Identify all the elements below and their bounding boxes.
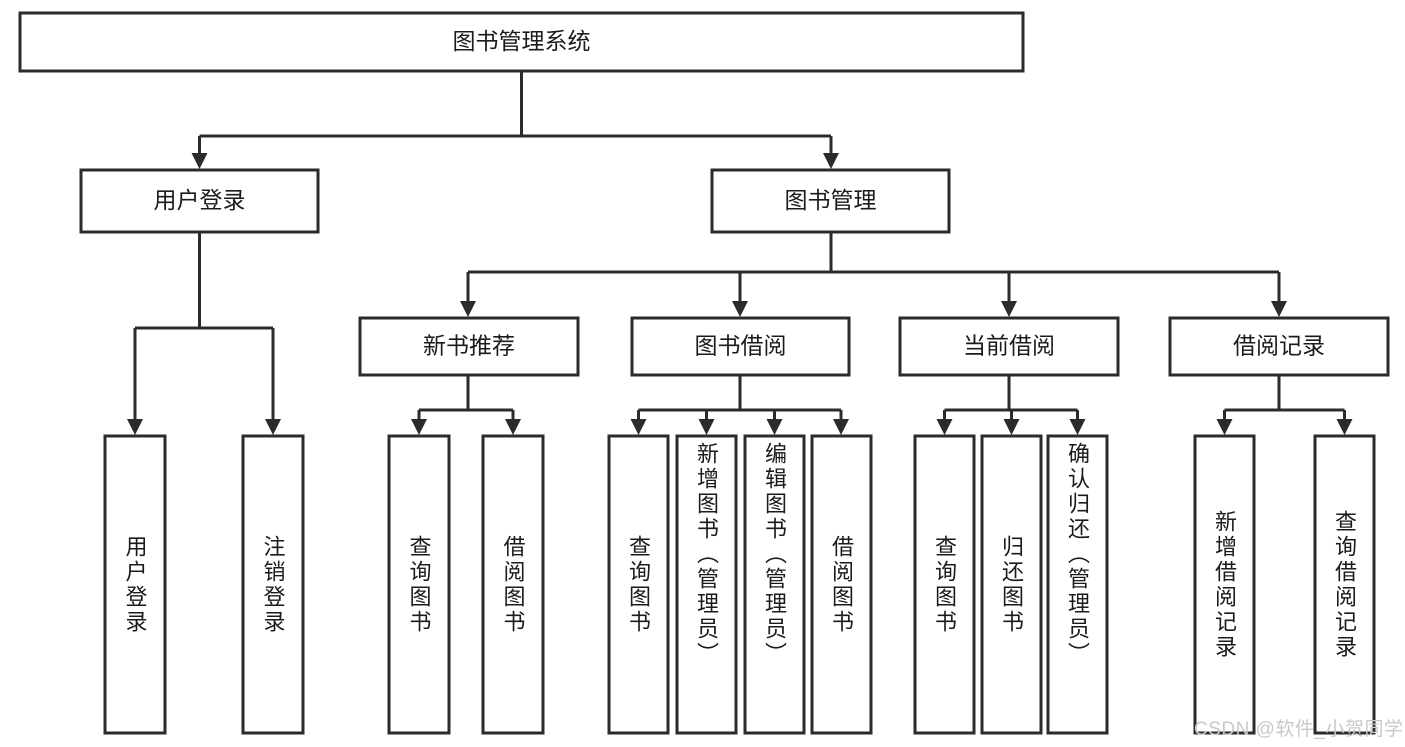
conn-user-login-split	[133, 232, 275, 421]
node-label-root: 图书管理系统	[453, 28, 591, 54]
arrow-to-leaf-query-book-3	[936, 419, 953, 435]
node-box-new-book-recommend[interactable]	[358, 316, 580, 377]
arrow-to-record	[1271, 301, 1287, 317]
node-box-leaf-query-record[interactable]	[1313, 434, 1376, 735]
node-box-current-borrow[interactable]	[898, 316, 1120, 377]
node-label-new-book-recommend: 新书推荐	[423, 333, 515, 359]
node-box-leaf-add-book[interactable]	[675, 434, 738, 735]
arrow-to-leaf-query-book-1	[411, 419, 427, 435]
node-box-leaf-edit-book[interactable]	[743, 434, 806, 735]
node-box-leaf-query-book-2[interactable]	[607, 434, 670, 735]
node-box-borrow-record[interactable]	[1168, 316, 1390, 377]
node-label-book-borrow: 图书借阅	[695, 333, 787, 359]
conn-book-manage-split	[466, 232, 1281, 303]
node-box-leaf-return-book[interactable]	[980, 434, 1043, 735]
arrow-to-leaf-borrow-book-1	[505, 419, 521, 435]
node-box-leaf-borrow-book-1[interactable]	[481, 434, 545, 735]
arrow-to-current	[1001, 301, 1017, 317]
conn-root-split	[198, 71, 833, 155]
node-label-book-manage: 图书管理	[785, 187, 877, 213]
arrow-to-leaf-confirm-return	[1069, 419, 1086, 435]
arrow-to-book-manage	[823, 153, 839, 169]
arrow-to-recommend	[460, 301, 476, 317]
arrow-to-leaf-borrow-book-2	[833, 419, 849, 435]
node-box-book-borrow[interactable]	[630, 316, 851, 377]
node-box-leaf-query-book-3[interactable]	[913, 434, 976, 735]
node-box-leaf-borrow-book-2[interactable]	[810, 434, 873, 735]
conn-current-split	[943, 375, 1079, 421]
arrowheads-layer	[127, 153, 1353, 435]
arrow-to-leaf-query-record	[1336, 419, 1353, 435]
arrow-to-leaf-edit-book	[766, 419, 783, 435]
node-label-borrow-record: 借阅记录	[1233, 333, 1325, 359]
connectors-layer	[133, 71, 1346, 421]
node-box-leaf-query-book-1[interactable]	[387, 434, 451, 735]
node-box-leaf-add-record[interactable]	[1193, 434, 1256, 735]
node-box-leaf-logout[interactable]	[241, 434, 305, 735]
arrow-to-leaf-user-login	[127, 419, 143, 435]
conn-record-split	[1223, 375, 1346, 421]
node-box-user-login[interactable]	[79, 168, 320, 234]
node-box-leaf-confirm-return[interactable]	[1046, 434, 1109, 735]
node-box-book-manage[interactable]	[710, 168, 951, 234]
arrow-to-user-login	[191, 153, 208, 169]
arrow-to-leaf-add-book	[698, 419, 715, 435]
conn-recommend-split	[417, 375, 515, 421]
csdn-watermark: CSDN @软件_小贺同学	[1194, 719, 1404, 740]
arrow-to-leaf-query-book-2	[630, 419, 647, 435]
node-label-user-login: 用户登录	[154, 187, 246, 213]
arrow-to-leaf-return-book	[1003, 419, 1020, 435]
arrow-to-borrow	[732, 301, 748, 317]
node-box-leaf-user-login[interactable]	[103, 434, 167, 735]
arrow-to-leaf-add-record	[1216, 419, 1233, 435]
node-label-current-borrow: 当前借阅	[963, 333, 1055, 359]
arrow-to-leaf-logout	[265, 419, 281, 435]
conn-borrow-split	[637, 375, 843, 421]
node-boxes-layer	[18, 11, 1390, 735]
node-box-root[interactable]	[18, 11, 1025, 73]
